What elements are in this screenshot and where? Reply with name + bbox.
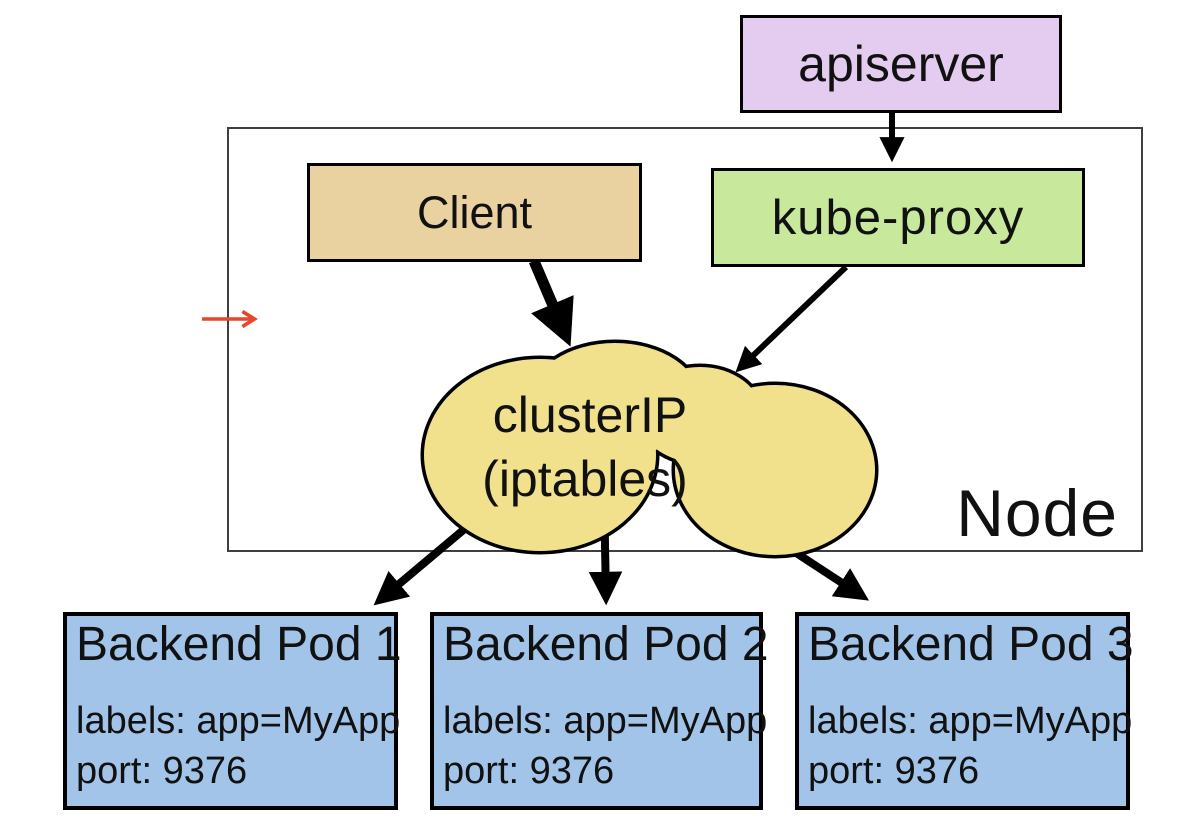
kube-proxy-label: kube-proxy: [771, 190, 1025, 245]
kube-proxy-box: kube-proxy: [711, 168, 1085, 267]
apiserver-label: apiserver: [798, 36, 1004, 92]
pod-1-port-line: port: 9376: [76, 750, 248, 792]
pod-1-title: Backend Pod 1: [76, 618, 402, 671]
pod-2-labels-line: labels: app=MyApp: [443, 700, 768, 742]
pod-3-title: Backend Pod 3: [808, 618, 1134, 671]
pod-2-port-line: port: 9376: [443, 750, 615, 792]
pod-3-labels-line: labels: app=MyApp: [808, 700, 1133, 742]
backend-pod-2-box: Backend Pod 2 labels: app=MyApp port: 93…: [430, 612, 769, 810]
client-label: Client: [416, 186, 533, 238]
pod-1-labels-line: labels: app=MyApp: [76, 700, 401, 742]
client-box: Client: [307, 163, 642, 262]
pod-2-title: Backend Pod 2: [443, 618, 769, 671]
apiserver-box: apiserver: [740, 15, 1062, 113]
node-label: Node: [956, 476, 1118, 550]
backend-pod-1-box: Backend Pod 1 labels: app=MyApp port: 93…: [63, 612, 402, 810]
pod-3-port-line: port: 9376: [808, 750, 980, 792]
backend-pod-3-box: Backend Pod 3 labels: app=MyApp port: 93…: [795, 612, 1134, 810]
